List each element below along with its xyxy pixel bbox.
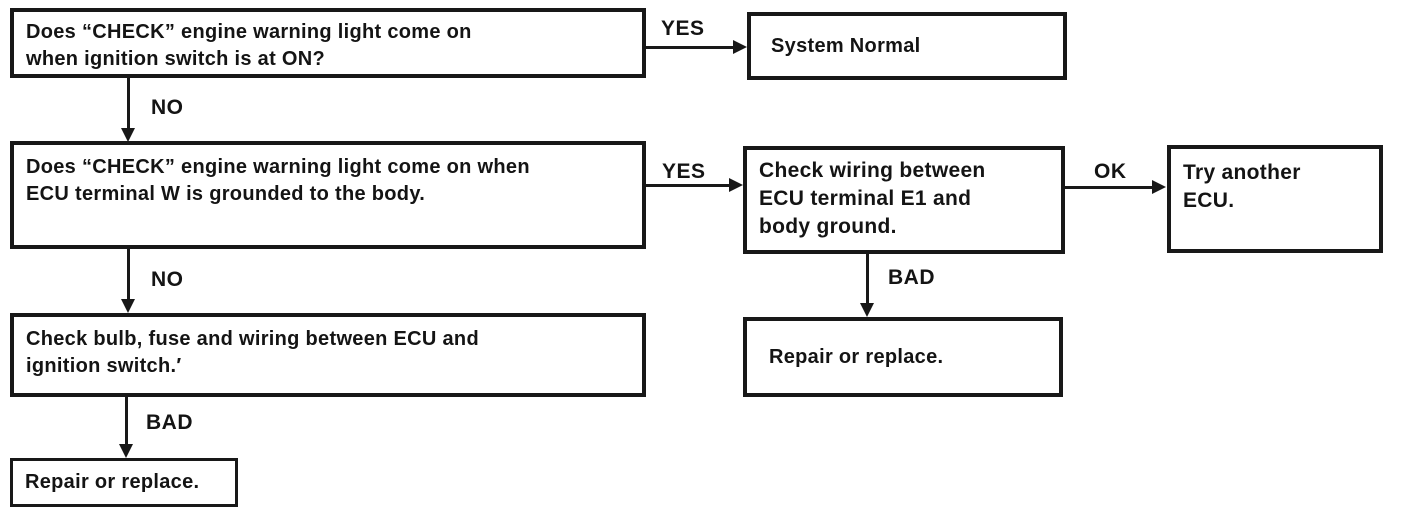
edge-label-no: NO — [151, 268, 184, 291]
edge-label-bad: BAD — [146, 411, 193, 434]
node-text-line: Check wiring between — [759, 159, 986, 182]
node-text-line: Try another — [1183, 161, 1301, 184]
arrowhead-down-icon — [119, 444, 133, 458]
arrowhead-down-icon — [121, 128, 135, 142]
arrowhead-right-icon — [1152, 180, 1166, 194]
node-text-line: Repair or replace. — [769, 345, 944, 368]
node-text-line: ECU terminal E1 and — [759, 187, 972, 210]
edge-label-bad: BAD — [888, 266, 935, 289]
node-text-line: ECU terminal W is grounded to the body. — [26, 183, 426, 205]
node-repair-or-replace-mid: Repair or replace. — [743, 317, 1063, 397]
arrowhead-right-icon — [729, 178, 743, 192]
node-check-wiring-e1: Check wiring between ECU terminal E1 and… — [743, 146, 1065, 254]
node-text-line: System Normal — [771, 34, 921, 57]
connector-q2-to-check-bulb — [127, 249, 130, 301]
node-text-line: ECU. — [1183, 189, 1235, 212]
connector-check-bulb-to-repair — [125, 397, 128, 445]
connector-q1-to-q2 — [127, 78, 130, 131]
node-text-line: when ignition switch is at ON? — [26, 48, 326, 70]
arrowhead-down-icon — [121, 299, 135, 313]
node-text-line: Does “CHECK” engine warning light come o… — [26, 156, 530, 178]
connector-check-wiring-to-try-ecu — [1065, 186, 1154, 189]
connector-check-wiring-to-repair — [866, 254, 869, 305]
node-system-normal: System Normal — [747, 12, 1067, 80]
arrowhead-down-icon — [860, 303, 874, 317]
edge-label-no: NO — [151, 96, 184, 119]
edge-label-ok: OK — [1094, 160, 1127, 183]
connector-q2-to-check-wiring — [646, 184, 732, 187]
node-text-line: Does “CHECK” engine warning light come o… — [26, 21, 472, 43]
node-text-line: Check bulb, fuse and wiring between ECU … — [26, 328, 479, 350]
node-text-line: body ground. — [759, 215, 897, 238]
node-check-bulb-fuse-wiring: Check bulb, fuse and wiring between ECU … — [10, 313, 646, 397]
node-try-another-ecu: Try another ECU. — [1167, 145, 1383, 253]
edge-label-yes: YES — [662, 160, 706, 183]
arrowhead-right-icon — [733, 40, 747, 54]
edge-label-yes: YES — [661, 17, 705, 40]
node-q1-check-light-ignition: Does “CHECK” engine warning light come o… — [10, 8, 646, 78]
node-text-line: ignition switch.′ — [26, 355, 182, 377]
connector-q1-to-system-normal — [646, 46, 735, 49]
node-q2-check-light-terminal-w: Does “CHECK” engine warning light come o… — [10, 141, 646, 249]
node-text-line: Repair or replace. — [25, 471, 200, 493]
node-repair-or-replace-left: Repair or replace. — [10, 458, 238, 507]
